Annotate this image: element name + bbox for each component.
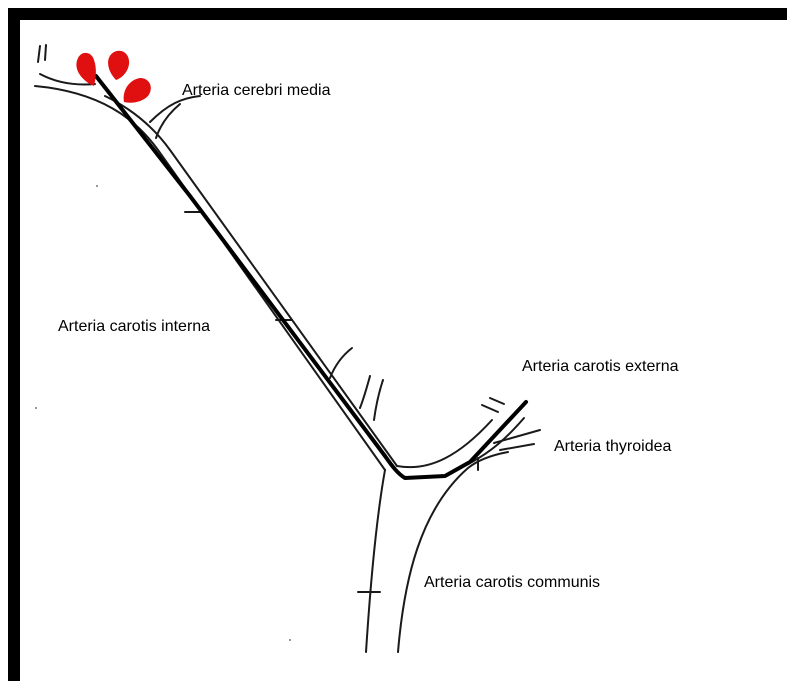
red-drop-marker-3 <box>124 78 151 103</box>
thyroidea-branch <box>494 430 540 443</box>
interna-side-branch-2 <box>360 376 370 408</box>
carotis-interna-left-wall <box>35 86 385 470</box>
small-vessel-stub-1 <box>38 46 40 62</box>
cerebri-media-branch-lower <box>156 104 180 138</box>
label-arteria-carotis-communis: Arteria carotis communis <box>424 574 600 592</box>
interna-side-branch-3 <box>374 380 383 420</box>
carotis-communis-right-wall <box>398 452 508 652</box>
red-drop-marker-2 <box>108 51 129 80</box>
thyroidea-branch-lower <box>500 444 534 450</box>
externa-stub-2 <box>490 398 504 404</box>
speck <box>96 185 98 187</box>
red-drop-marker-1 <box>76 53 96 86</box>
label-arteria-carotis-interna: Arteria carotis interna <box>58 318 210 336</box>
carotis-externa-outer-wall <box>472 418 524 462</box>
catheter-wire <box>96 76 526 478</box>
label-arteria-cerebri-media: Arteria cerebri media <box>182 82 331 100</box>
interna-side-branch-1 <box>330 348 352 378</box>
label-arteria-thyroidea: Arteria thyroidea <box>554 438 671 456</box>
speck <box>289 639 291 641</box>
carotis-communis-left-wall <box>366 470 385 652</box>
small-vessel-stub-2 <box>45 45 46 60</box>
externa-stub-1 <box>482 405 498 412</box>
speck <box>35 407 37 409</box>
label-arteria-carotis-externa: Arteria carotis externa <box>522 358 679 376</box>
